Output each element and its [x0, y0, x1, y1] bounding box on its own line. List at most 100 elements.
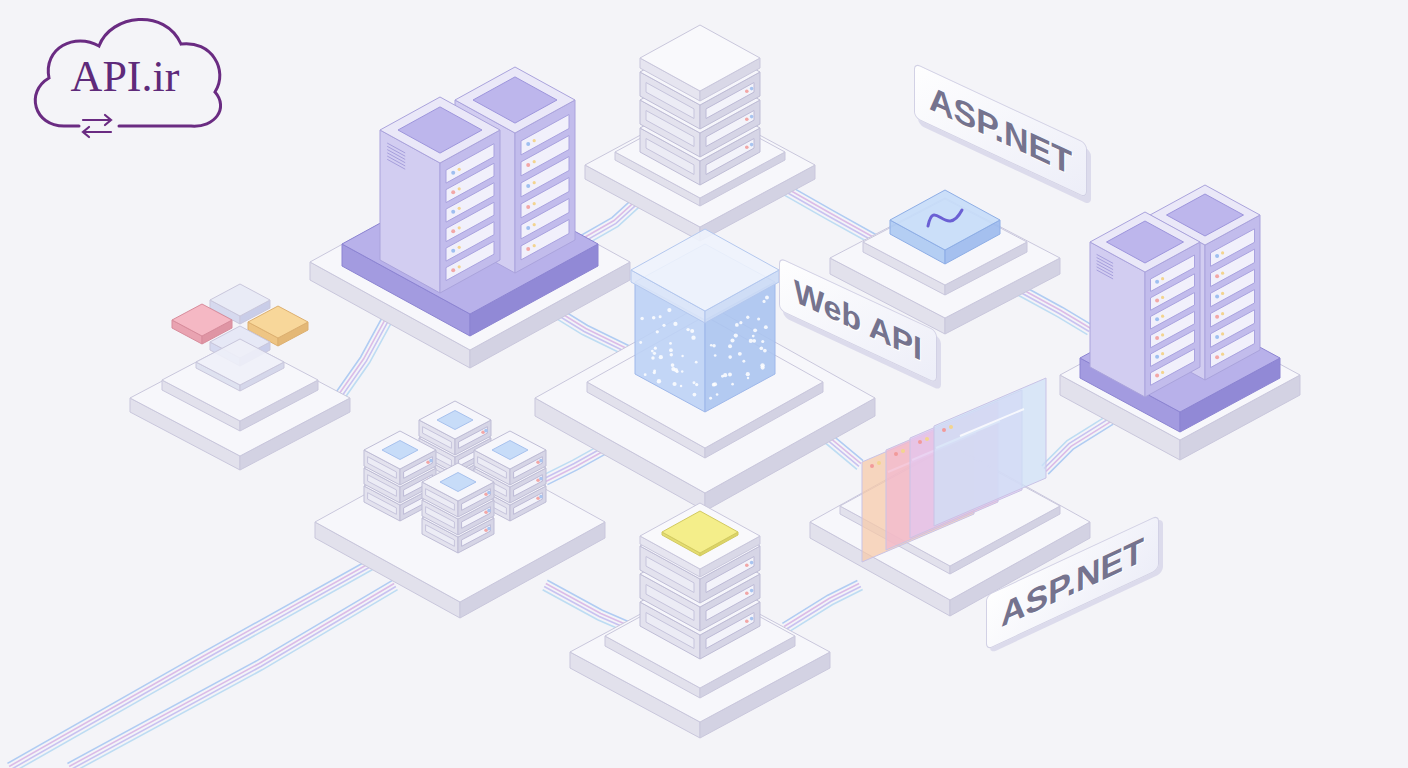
- status-light: [1155, 280, 1159, 284]
- status-light: [747, 377, 749, 379]
- status-light: [451, 190, 455, 194]
- data-wire: [11, 567, 371, 768]
- status-light: [734, 333, 738, 337]
- status-light: [753, 328, 757, 332]
- data-wire: [9, 563, 369, 766]
- status-light: [690, 329, 694, 333]
- status-light: [693, 393, 697, 397]
- status-light: [533, 244, 536, 247]
- status-light: [539, 477, 543, 481]
- status-light: [484, 429, 488, 433]
- status-light: [651, 356, 654, 359]
- status-light: [745, 117, 749, 121]
- ui-tile-top: [248, 306, 308, 338]
- status-light: [671, 363, 675, 367]
- status-light: [714, 354, 717, 357]
- status-light: [659, 355, 663, 359]
- status-light: [1221, 251, 1224, 254]
- server-screen: [437, 411, 473, 430]
- vent-line: [387, 159, 405, 169]
- status-light: [1155, 298, 1159, 302]
- status-light: [526, 184, 530, 188]
- status-light: [669, 342, 672, 345]
- ui-tile-top: [210, 284, 270, 316]
- data-wire: [67, 580, 392, 763]
- status-light: [745, 145, 749, 149]
- status-light: [745, 563, 749, 567]
- data-wire: [1044, 419, 1109, 469]
- status-light: [657, 379, 661, 383]
- status-light: [1215, 274, 1219, 278]
- status-light: [1221, 272, 1224, 275]
- status-tile-top: [662, 511, 738, 553]
- dotnet-symbol: [928, 210, 962, 226]
- status-light: [763, 349, 767, 353]
- data-wire: [788, 590, 863, 633]
- status-light: [651, 350, 654, 353]
- glass-panel: ASP.NET: [914, 62, 1087, 198]
- status-light: [1155, 336, 1159, 340]
- data-wire: [784, 583, 859, 626]
- status-light: [1161, 296, 1164, 299]
- status-light: [487, 491, 491, 495]
- cloud-path: [35, 19, 220, 126]
- status-light: [526, 247, 530, 251]
- server-screen: [440, 473, 476, 492]
- status-light: [745, 89, 749, 93]
- status-light: [458, 265, 461, 268]
- status-light: [653, 352, 656, 355]
- data-wire: [544, 587, 629, 630]
- drive-bay: [1151, 349, 1195, 386]
- status-light: [877, 461, 881, 465]
- status-light: [695, 361, 698, 364]
- status-light: [1215, 355, 1219, 359]
- vent-line: [1097, 270, 1114, 279]
- status-light: [695, 383, 698, 386]
- status-light: [662, 324, 665, 327]
- status-light: [752, 339, 756, 343]
- exchange-arrow: [83, 127, 111, 137]
- status-light: [1161, 371, 1164, 374]
- status-light: [760, 363, 764, 367]
- status-light: [1161, 315, 1164, 318]
- status-light: [533, 223, 536, 226]
- status-light: [728, 355, 732, 359]
- status-light: [458, 168, 461, 171]
- data-wire: [13, 570, 373, 768]
- drive-bay: [521, 220, 569, 260]
- platform-top: [310, 174, 630, 350]
- status-light: [693, 381, 696, 384]
- status-light: [429, 459, 433, 463]
- status-light: [458, 246, 461, 249]
- platform-top: [162, 339, 318, 421]
- ui-tile-top: [172, 304, 232, 336]
- server-lid-top: [640, 25, 760, 91]
- data-wire: [547, 580, 632, 623]
- status-light: [640, 317, 643, 320]
- status-light: [949, 425, 953, 429]
- drive-bay: [446, 241, 494, 280]
- status-light: [1215, 315, 1219, 319]
- drive-bay: [368, 457, 397, 479]
- status-light: [691, 336, 695, 340]
- status-light: [1161, 352, 1164, 355]
- status-light: [709, 397, 712, 400]
- status-light: [1221, 353, 1224, 356]
- status-light: [1155, 317, 1159, 321]
- server-screen: [492, 441, 528, 460]
- logo-text: API.ir: [71, 53, 180, 101]
- status-light: [738, 352, 742, 356]
- panel-label: Web API: [794, 273, 922, 368]
- status-light: [644, 373, 647, 376]
- status-light: [533, 139, 536, 142]
- server-screen: [1107, 221, 1184, 263]
- platform-top: [315, 442, 605, 602]
- status-light: [742, 360, 745, 363]
- data-wire: [7, 560, 367, 763]
- status-light: [713, 382, 717, 386]
- status-light: [539, 459, 543, 463]
- status-light: [750, 561, 754, 565]
- status-light: [757, 317, 760, 320]
- drive-bay: [426, 489, 455, 511]
